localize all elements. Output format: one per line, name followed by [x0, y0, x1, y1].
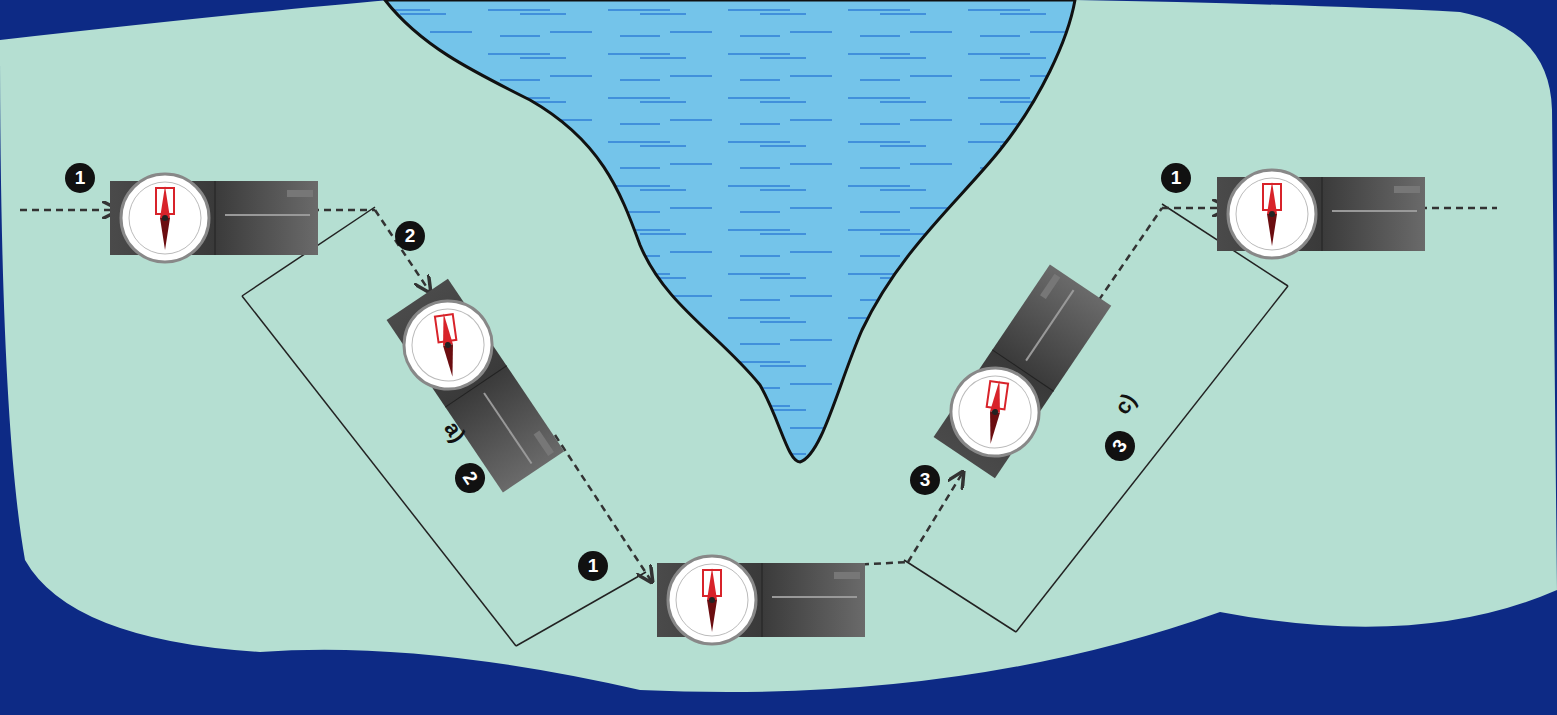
compass	[1217, 170, 1425, 258]
measure-brackets	[242, 204, 1288, 646]
callout-number: 1	[65, 163, 95, 193]
compass	[110, 174, 318, 262]
compass	[657, 556, 865, 644]
land-area	[0, 0, 1557, 692]
callout-number: 2	[395, 221, 425, 251]
callout-number: 1	[1161, 163, 1191, 193]
compass	[928, 261, 1117, 483]
route-lines	[20, 208, 1497, 582]
callout-number: 1	[578, 551, 608, 581]
callout-number: 3	[910, 465, 940, 495]
